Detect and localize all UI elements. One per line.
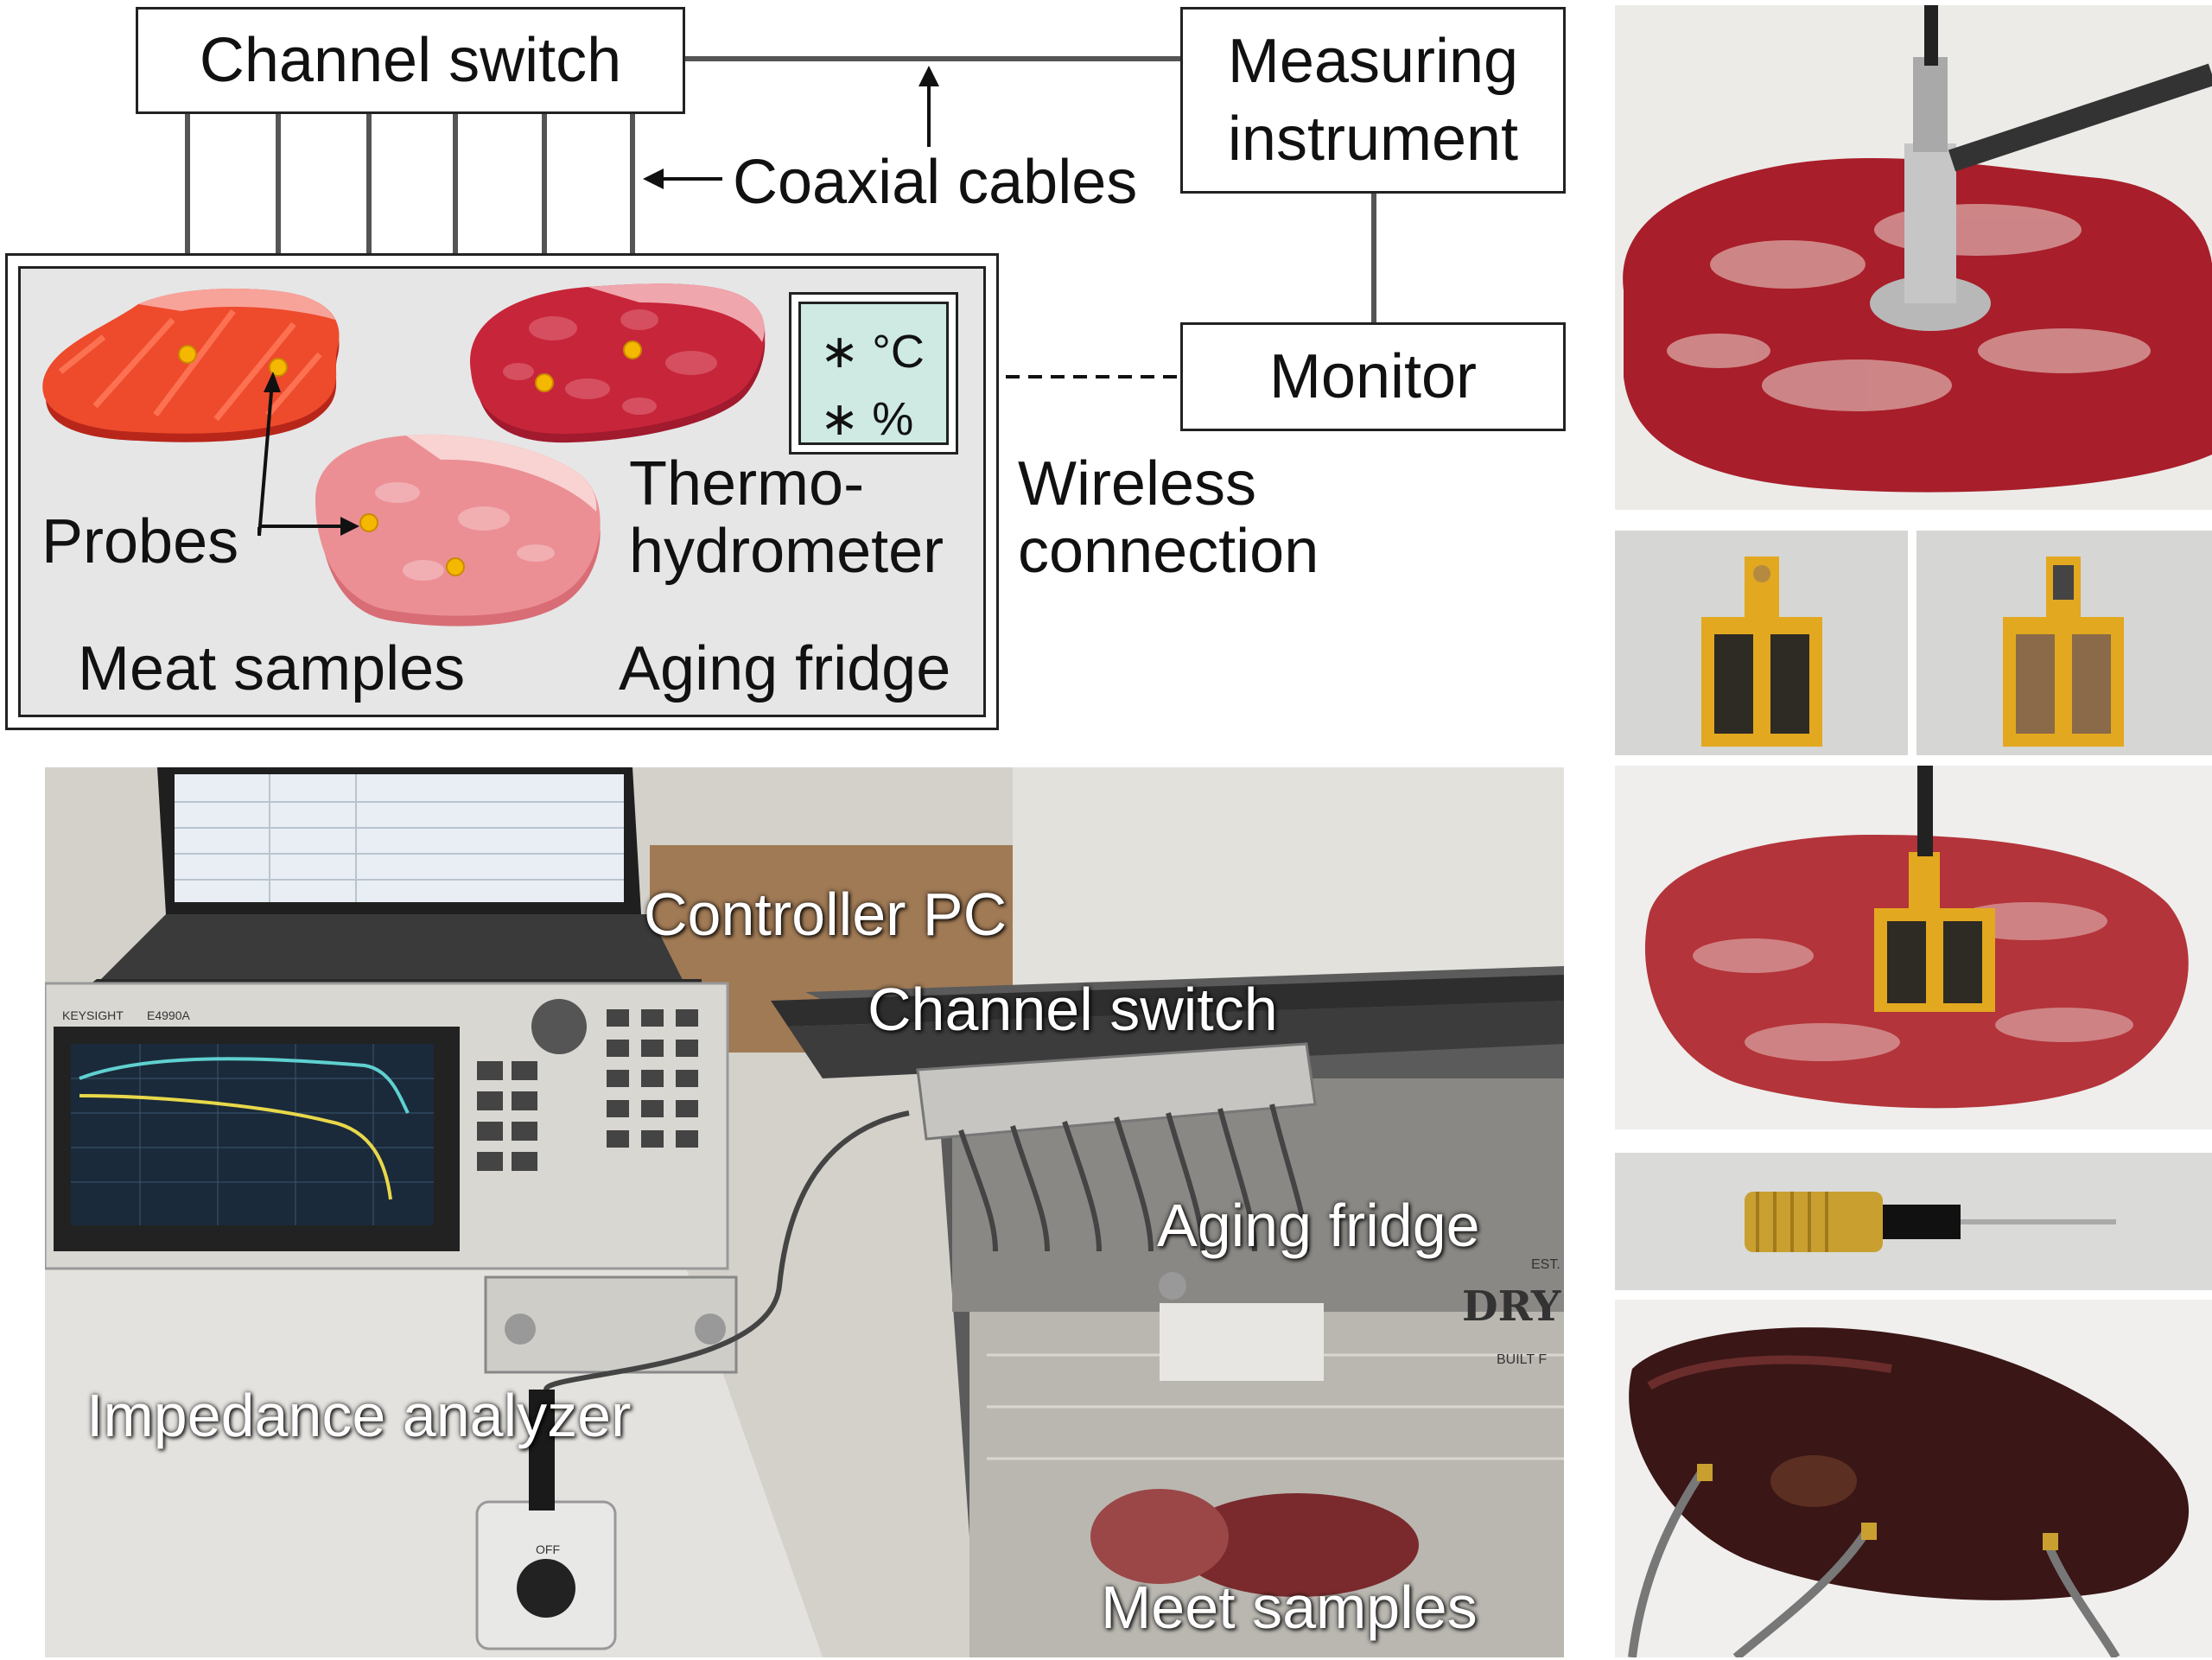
- probe-dots: [178, 340, 642, 576]
- thermo-label-line2: hydrometer: [629, 516, 944, 586]
- meat-sample-red: [42, 288, 340, 442]
- meet-samples-label: Meet samples: [1101, 1574, 1478, 1641]
- fridge-brand: DRY: [1462, 1282, 1561, 1331]
- wireless-connection-label: Wireless connection: [1018, 449, 1319, 586]
- setup-photo: DRY EST. BUILT F KEYSIGHT E4990A OFF Con…: [45, 767, 1564, 1657]
- knob-off-label: OFF: [536, 1542, 560, 1556]
- channel-switch-label: Channel switch: [199, 26, 622, 95]
- channel-switch-photo-label: Channel switch: [868, 976, 1278, 1043]
- thermo-display: ∗ °C ∗ %: [798, 302, 949, 445]
- analyzer-brand: KEYSIGHT: [62, 1008, 124, 1022]
- meat-illustrations: [42, 283, 766, 626]
- measuring-instrument-box: Measuring instrument: [1180, 7, 1566, 194]
- meat-sample-crimson: [469, 283, 766, 443]
- measuring-instrument-label-1: Measuring: [1227, 27, 1519, 96]
- electrode-sensor-photo-2: [1916, 531, 2212, 755]
- coaxial-cables-label: Coaxial cables: [733, 148, 1138, 217]
- wireless-label-line1: Wireless: [1018, 449, 1257, 518]
- aged-meat-photo: [1615, 1300, 2212, 1657]
- thermo-humidity-reading: ∗ %: [820, 393, 914, 446]
- probe-on-steak-photo: [1615, 5, 2212, 510]
- monitor-label: Monitor: [1268, 342, 1478, 411]
- thermo-label-line1: Thermo-: [629, 449, 865, 518]
- analyzer-model: E4990A: [147, 1008, 190, 1022]
- meat-samples-label: Meat samples: [78, 634, 466, 703]
- thermo-hydrometer-device: ∗ °C ∗ %: [789, 292, 958, 455]
- probes-label: Probes: [41, 507, 239, 576]
- needle-probe-photo: [1615, 1153, 2212, 1290]
- aging-fridge-label: Aging fridge: [619, 634, 951, 703]
- impedance-analyzer-label: Impedance analyzer: [86, 1382, 632, 1449]
- electrode-sensor-photo-1: [1615, 531, 1908, 755]
- meat-sample-pink: [315, 434, 601, 626]
- setup-scene: DRY EST. BUILT F KEYSIGHT E4990A OFF: [45, 767, 1564, 1657]
- wireless-label-line2: connection: [1018, 516, 1319, 586]
- measuring-instrument-label-2: instrument: [1227, 105, 1519, 174]
- controller-pc-label: Controller PC: [644, 881, 1007, 948]
- sensor-on-steak-photo: [1615, 766, 2212, 1129]
- fridge-small-text-1: EST.: [1531, 1257, 1560, 1272]
- fridge-small-text-2: BUILT F: [1497, 1352, 1547, 1367]
- channel-switch-box: Channel switch: [136, 7, 685, 114]
- thermo-celsius-reading: ∗ °C: [820, 326, 925, 378]
- aging-fridge-photo-label: Aging fridge: [1157, 1192, 1480, 1259]
- thermo-hydrometer-label: Thermo- hydrometer: [629, 449, 944, 586]
- monitor-box: Monitor: [1180, 322, 1566, 431]
- probe-arrows: [257, 381, 346, 537]
